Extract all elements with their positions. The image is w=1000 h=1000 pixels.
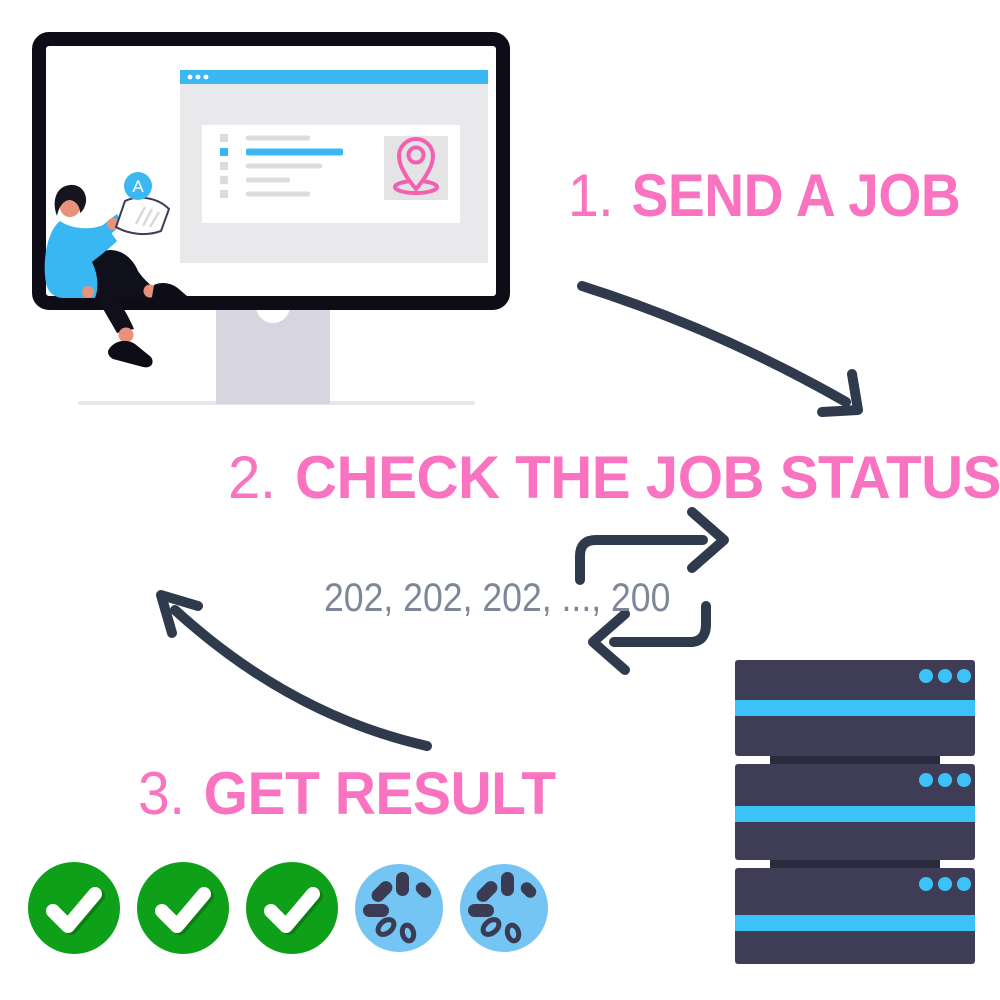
step-3-number: 3.: [138, 760, 185, 827]
client-computer-illustration: A: [32, 32, 510, 405]
server-leds-icon: [919, 669, 971, 683]
browser-titlebar: [180, 70, 488, 84]
document-icon: [115, 196, 170, 236]
server-leds-icon: [919, 877, 971, 891]
status-codes-text: 202, 202, 202, ..., 200: [324, 576, 671, 620]
server-unit: [735, 660, 975, 756]
server-unit: [735, 764, 975, 860]
shoe-icon: [108, 340, 153, 368]
loading-spinner-icon: [460, 864, 548, 952]
svg-text:A: A: [132, 177, 144, 196]
step-1-label: SEND A JOB: [631, 162, 961, 229]
location-pin-icon: [384, 136, 448, 200]
polling-loop-icon: [575, 507, 729, 675]
success-check-icon: [137, 862, 229, 954]
step-1-number: 1.: [568, 162, 614, 229]
person-illustration: A: [44, 172, 188, 368]
loading-spinner-icon: [355, 864, 443, 952]
success-check-icon: [28, 862, 120, 954]
server-leds-icon: [919, 773, 971, 787]
hair: [54, 184, 87, 216]
request-arrow-icon: [575, 507, 729, 585]
step-1-heading: 1.SEND A JOB: [568, 166, 961, 226]
window-dots-icon: [187, 74, 209, 80]
results-row: [28, 862, 548, 954]
step-3-label: GET RESULT: [203, 760, 557, 827]
send-job-arrow-icon: [577, 281, 863, 417]
step-3-heading: 3.GET RESULT: [138, 764, 556, 824]
server-rack-illustration: [735, 660, 975, 964]
list-placeholder: [220, 134, 343, 198]
response-arrow-icon: [588, 601, 711, 675]
shoe-icon: [152, 282, 188, 303]
step-2-label: CHECK THE JOB STATUS: [294, 444, 1000, 511]
success-check-icon: [246, 862, 338, 954]
step-2-heading: 2.CHECK THE JOB STATUS: [228, 448, 1000, 508]
browser-window: [180, 70, 488, 263]
get-result-arrow-icon: [156, 590, 432, 751]
step-2-number: 2.: [228, 444, 276, 511]
avatar-badge: A: [124, 172, 152, 200]
server-unit: [735, 868, 975, 964]
